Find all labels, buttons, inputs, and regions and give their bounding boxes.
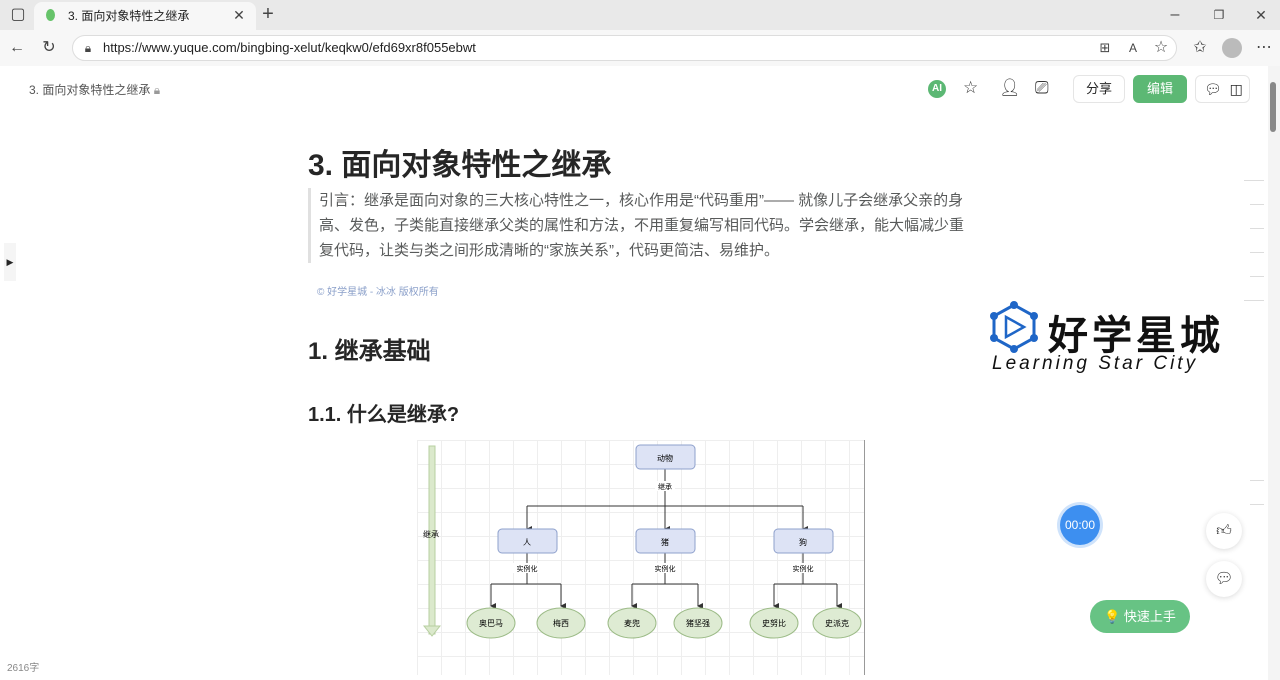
- logo-icon: [990, 301, 1038, 353]
- object-label: 猪坚强: [686, 618, 710, 628]
- read-aloud-icon[interactable]: A: [1128, 41, 1137, 55]
- add-collaborator-icon[interactable]: 👤︎: [999, 78, 1021, 97]
- toc-marker[interactable]: [1250, 228, 1264, 229]
- object-node: [466, 607, 516, 639]
- side-inherit-label: 继承: [423, 529, 439, 539]
- comment-icon: 💬︎: [1214, 570, 1234, 587]
- like-button[interactable]: 👍︎: [1206, 513, 1242, 549]
- close-tab-icon[interactable]: ✕: [233, 7, 245, 23]
- object-node: [673, 607, 723, 639]
- copyright-note: © 好学星城 - 冰冰 版权所有: [317, 287, 439, 298]
- bulb-icon: 💡: [1104, 609, 1121, 624]
- apps-icon[interactable]: ⊞: [1099, 40, 1111, 55]
- class-label: 狗: [799, 537, 807, 547]
- sidebar-toggle-icon[interactable]: ▢: [10, 6, 26, 23]
- star-icon[interactable]: ☆: [963, 78, 979, 97]
- scrollbar-thumb[interactable]: [1270, 82, 1276, 132]
- object-label: 史派克: [825, 618, 849, 628]
- presentation-icon[interactable]: ⎚: [1035, 78, 1049, 97]
- instance-edge-label: 实例化: [655, 564, 676, 573]
- side-tools: 💬︎ ◫: [1195, 75, 1250, 103]
- more-icon[interactable]: ⋯: [1256, 39, 1272, 56]
- root-label: 动物: [657, 453, 673, 463]
- logo-text-cn: 好学星城: [1048, 314, 1224, 358]
- word-count: 2616字: [7, 663, 40, 674]
- doc-header-title: 3. 面向对象特性之继承 🔒︎: [29, 83, 161, 97]
- object-node: [536, 607, 586, 639]
- class-box: [497, 528, 558, 554]
- object-node: [749, 607, 799, 639]
- yuque-favicon-icon: [46, 9, 55, 21]
- inherit-edge-label: 继承: [658, 482, 672, 491]
- favorite-icon[interactable]: ☆: [1153, 39, 1169, 56]
- address-bar[interactable]: https://www.yuque.com/bingbing-xelut/keq…: [72, 35, 1177, 61]
- share-button[interactable]: 分享: [1073, 75, 1125, 103]
- close-window-icon[interactable]: ✕: [1255, 7, 1267, 23]
- toc-marker[interactable]: [1244, 180, 1264, 181]
- toc-marker[interactable]: [1250, 480, 1264, 481]
- object-label: 麦兜: [624, 618, 640, 628]
- class-label: 人: [523, 538, 531, 547]
- timer-widget[interactable]: 00:00: [1060, 505, 1100, 545]
- favorites-icon[interactable]: ✩: [1193, 39, 1207, 56]
- inherit-arrow-head: [422, 625, 442, 637]
- class-box: [773, 528, 834, 554]
- object-node: [812, 607, 862, 639]
- lock-icon: 🔒︎: [153, 83, 161, 97]
- minimize-icon[interactable]: –: [1170, 6, 1180, 23]
- ai-button[interactable]: AI: [928, 80, 946, 98]
- expand-sidebar-icon[interactable]: ▶: [4, 243, 16, 281]
- scrollbar[interactable]: [1268, 66, 1280, 680]
- heading-2: 1.1. 什么是继承?: [308, 404, 460, 426]
- inherit-arrow-shaft: [428, 445, 436, 635]
- instance-edge-label: 实例化: [517, 564, 538, 573]
- comment-button[interactable]: 💬︎: [1206, 561, 1242, 597]
- toc-marker[interactable]: [1250, 504, 1264, 505]
- toc-marker[interactable]: [1250, 204, 1264, 205]
- reload-icon[interactable]: ↻: [42, 39, 56, 56]
- toc-marker[interactable]: [1250, 252, 1264, 253]
- object-label: 梅西: [553, 618, 569, 628]
- intro-quote: 引言：继承是面向对象的三大核心特性之一，核心作用是“代码重用”—— 就像儿子会继…: [308, 188, 968, 263]
- object-label: 史努比: [762, 618, 786, 628]
- new-tab-icon[interactable]: +: [262, 3, 274, 25]
- heading-1: 1. 继承基础: [308, 338, 431, 365]
- toc-marker[interactable]: [1244, 300, 1264, 301]
- restore-icon[interactable]: ❐: [1213, 8, 1225, 22]
- object-node: [607, 607, 657, 639]
- toc-marker[interactable]: [1250, 276, 1264, 277]
- class-label: 猪: [661, 537, 669, 547]
- browser-tab[interactable]: 3. 面向对象特性之继承: [34, 2, 256, 30]
- class-box: [635, 528, 696, 554]
- edit-button[interactable]: 编辑: [1133, 75, 1187, 103]
- thumbs-up-icon: 👍︎: [1216, 522, 1232, 539]
- lock-icon[interactable]: 🔒︎: [84, 41, 92, 55]
- url-text: https://www.yuque.com/bingbing-xelut/keq…: [103, 40, 476, 55]
- doc-title: 3. 面向对象特性之继承: [308, 149, 612, 182]
- inheritance-diagram: 动物 继承 继承 人实例化奥巴马 梅西 猪实例化麦兜 猪坚强 狗实例化史努比 史派克: [417, 440, 865, 675]
- instance-edge-label: 实例化: [793, 564, 814, 573]
- back-icon[interactable]: ←: [9, 39, 25, 56]
- quick-start-button[interactable]: 💡 快速上手: [1090, 600, 1190, 633]
- logo-text-en: Learning Star City: [992, 353, 1199, 374]
- object-label: 奥巴马: [479, 618, 503, 628]
- class-box-root: [635, 444, 696, 470]
- tab-title: 3. 面向对象特性之继承: [68, 9, 190, 23]
- profile-avatar[interactable]: [1222, 38, 1242, 58]
- comment-icon[interactable]: 💬︎: [1204, 81, 1222, 97]
- panel-icon[interactable]: ◫: [1229, 81, 1243, 97]
